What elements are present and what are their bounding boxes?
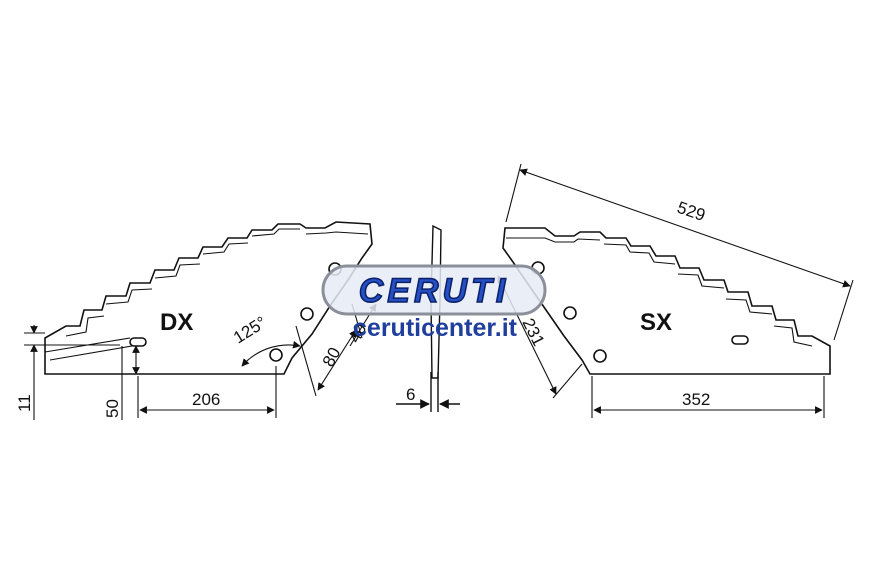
dim-529: 529	[675, 198, 708, 225]
right-hole-3	[593, 349, 607, 363]
watermark-logo: CERUTI	[321, 264, 547, 316]
left-slot	[129, 337, 147, 347]
right-blade	[502, 227, 831, 375]
label-dx: DX	[160, 309, 193, 336]
label-sx: SX	[640, 309, 672, 336]
right-slot	[731, 335, 749, 345]
dim-206: 206	[192, 390, 220, 409]
dim-231: 231	[518, 315, 548, 349]
watermark-url: ceruticenter.it	[353, 314, 518, 342]
right-hole-2	[563, 306, 577, 320]
dim-11: 11	[15, 394, 34, 412]
dim-50: 50	[103, 399, 122, 418]
left-dimensions	[24, 303, 377, 420]
watermark-badge	[321, 264, 547, 316]
left-hole-3	[269, 348, 283, 362]
left-serration-inner	[65, 228, 369, 337]
watermark-brand: CERUTI	[359, 272, 510, 310]
left-hole-2	[300, 307, 314, 321]
dim-125: 125°	[230, 313, 270, 348]
dim-80: 80	[319, 344, 345, 370]
left-edge-lines	[44, 337, 133, 361]
dim-352: 352	[682, 390, 710, 409]
right-dimensions	[497, 163, 854, 418]
right-blade-outline	[502, 227, 831, 375]
dim-6: 6	[406, 385, 415, 404]
